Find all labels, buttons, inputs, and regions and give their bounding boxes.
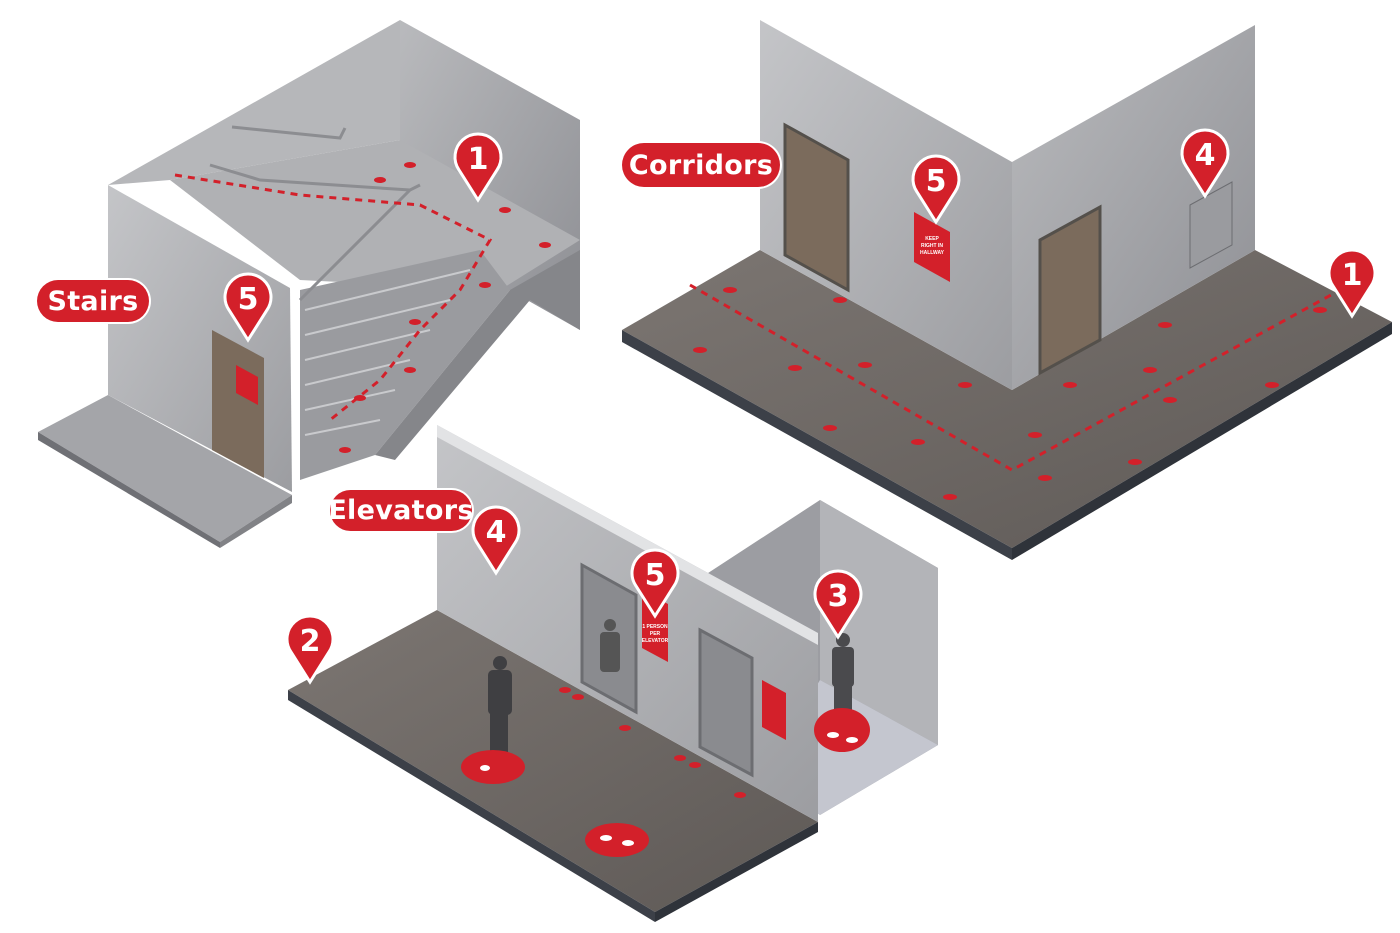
- pin-number: 1: [468, 142, 489, 177]
- sign-line: PER: [650, 631, 661, 637]
- map-pin-icon: [911, 154, 961, 225]
- sign-line: ELEVATOR: [642, 638, 669, 644]
- pin-number: 2: [300, 624, 321, 659]
- sign-line: 1 PERSON: [642, 624, 668, 630]
- pin-number: 4: [486, 515, 507, 550]
- map-pin-elevators-3: 3: [813, 569, 863, 640]
- map-pin-icon: [223, 272, 273, 343]
- corridor-scene: KEEP RIGHT IN HALLWAY: [622, 20, 1392, 560]
- elevator-scene: 1 PERSON PER ELEVATOR: [288, 425, 938, 922]
- pin-number: 4: [1195, 138, 1216, 173]
- corridors-label: Corridors: [622, 143, 780, 187]
- sign-line: KEEP: [925, 236, 939, 242]
- map-pin-icon: [1180, 128, 1230, 199]
- pin-number: 5: [926, 164, 947, 199]
- map-pin-corridors-2: 4: [1180, 128, 1230, 199]
- map-pin-stairs-2: 5: [223, 272, 273, 343]
- map-pin-icon: [813, 569, 863, 640]
- stairs-label: Stairs: [37, 280, 149, 322]
- pin-number: 3: [828, 579, 849, 614]
- pin-number: 5: [238, 282, 259, 317]
- sign-line: RIGHT IN: [921, 243, 943, 249]
- people-silhouettes: [488, 619, 854, 752]
- keep-right-sign: KEEP RIGHT IN HALLWAY: [914, 212, 950, 282]
- floor-circles: [461, 708, 870, 857]
- elevators-label: Elevators: [328, 490, 473, 531]
- pin-number: 1: [1342, 258, 1363, 293]
- pin-markers: 1 5 5 4 1 4 5 3 2: [223, 128, 1377, 685]
- pin-number: 5: [645, 558, 666, 593]
- map-pin-icon: [471, 505, 521, 576]
- stairs-scene: [38, 20, 580, 548]
- map-pin-corridors-1: 5: [911, 154, 961, 225]
- map-pin-elevators-1: 4: [471, 505, 521, 576]
- map-pin-icon: [453, 132, 503, 203]
- map-pin-elevators-4: 2: [285, 614, 335, 685]
- map-pin-stairs-1: 1: [453, 132, 503, 203]
- map-pin-icon: [630, 548, 680, 619]
- map-pin-elevators-2: 5: [630, 548, 680, 619]
- map-pin-icon: [1327, 248, 1377, 319]
- map-pin-corridors-3: 1: [1327, 248, 1377, 319]
- sign-line: HALLWAY: [920, 250, 945, 256]
- map-pin-icon: [285, 614, 335, 685]
